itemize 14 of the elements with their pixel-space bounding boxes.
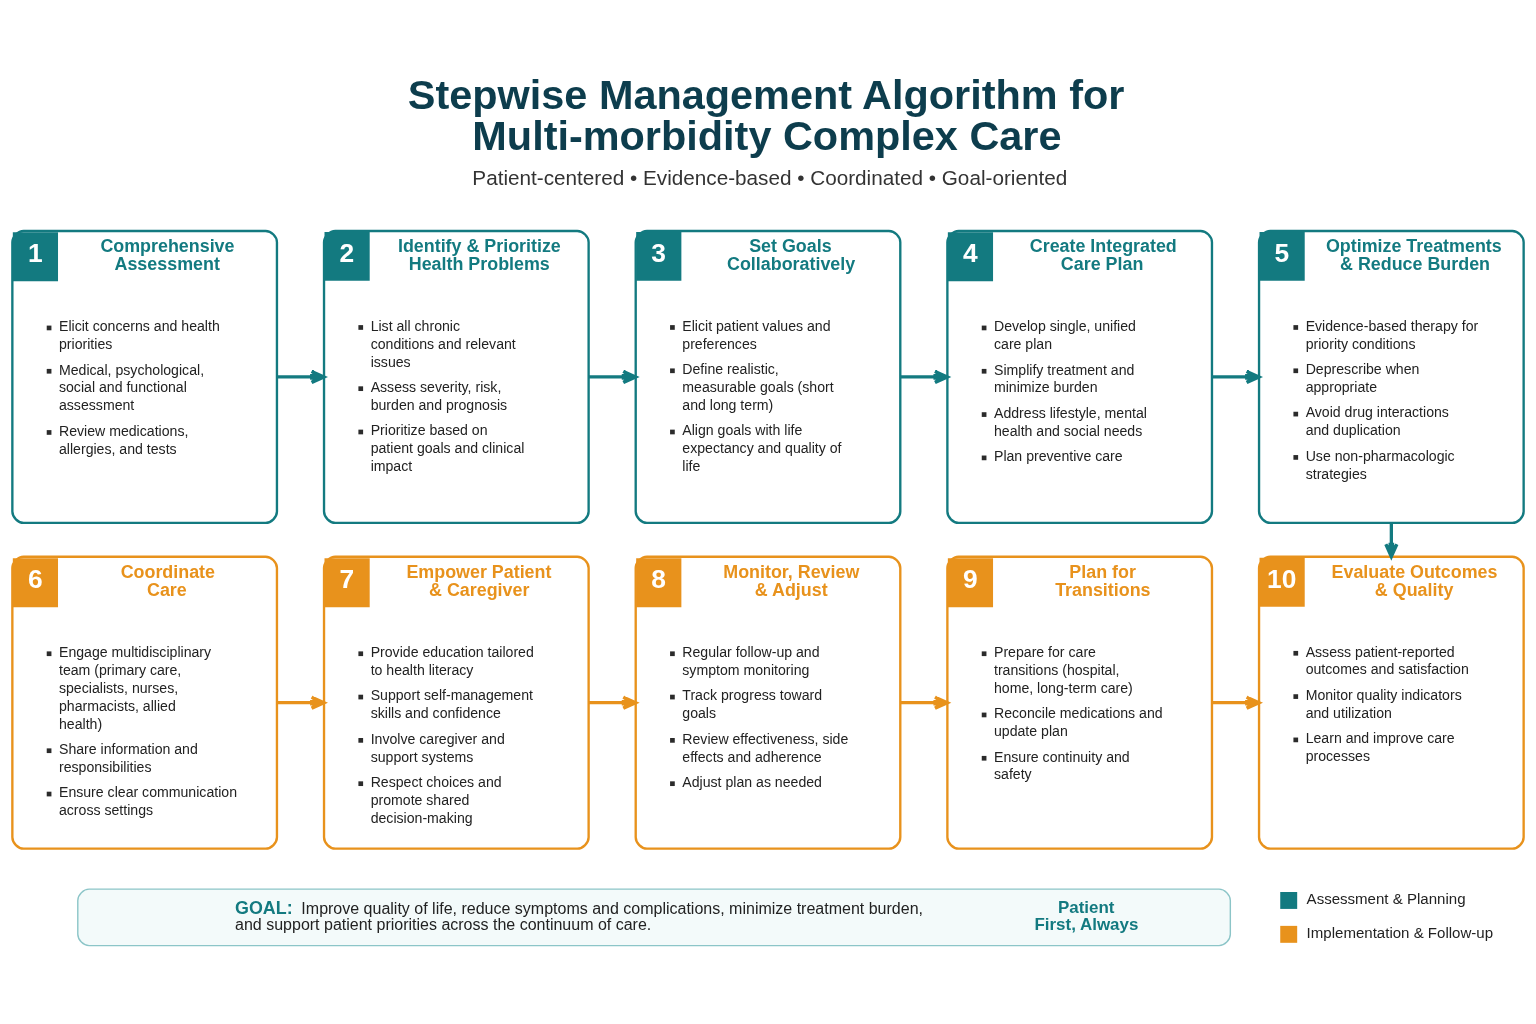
label: Patient-centered • Evidence-based • Coordinated • Goal-oriented: [472, 165, 1068, 189]
legend-label: Implementation & Follow-up: [1306, 923, 1494, 941]
node-box: GOAL: Improve quality of life, reduce symptoms and complications, minimize treatment burden, and support patient priorities across the continuum of care. Patient First, Always: [77, 887, 1232, 946]
arrow: [277, 369, 326, 384]
arrow: [588, 695, 638, 710]
arrow: [588, 369, 638, 384]
arrow: [1384, 522, 1399, 558]
legend-label: Assessment & Planning: [1306, 889, 1466, 907]
arrow: [277, 695, 326, 710]
arrow: [1212, 695, 1261, 710]
arrow: [900, 695, 949, 710]
arrow: [1212, 369, 1261, 384]
arrow: [900, 369, 949, 384]
diagram-title: Stepwise Management Algorithm for Multi-morbidity Complex Care: [407, 70, 1125, 159]
